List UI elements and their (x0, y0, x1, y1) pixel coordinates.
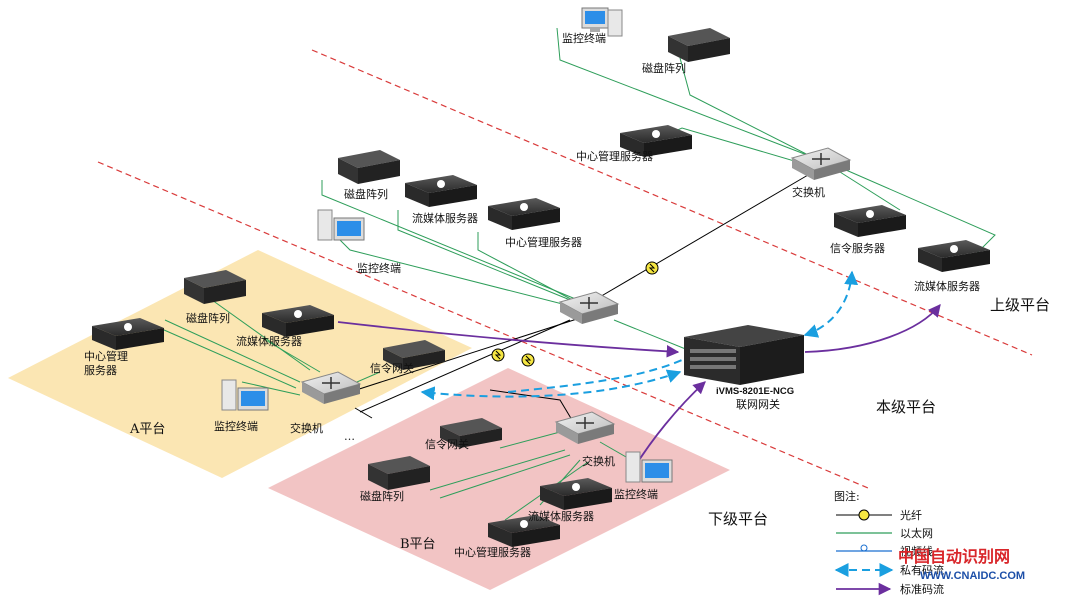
upper-stream-server (918, 240, 990, 272)
a-switch-label: 交换机 (290, 421, 323, 435)
local-disk-array (338, 150, 400, 184)
upper-switch-label: 交换机 (792, 185, 825, 199)
local-disk-label: 磁盘阵列 (344, 187, 388, 201)
zone-local-label: 本级平台 (876, 398, 936, 416)
local-monitor-terminal (317, 209, 365, 241)
legend-label-standard: 标准码流 (900, 582, 944, 596)
upper-cms-server (620, 125, 692, 157)
b-stream-server (540, 478, 612, 510)
fiber-marker-icon (521, 353, 535, 367)
ncg-gateway-device (684, 325, 804, 385)
upper-monitor-label: 监控终端 (562, 31, 606, 45)
zone-lower-label: 下级平台 (708, 510, 768, 528)
b-monitor-label: 监控终端 (614, 487, 658, 501)
upper-sig-label: 信令服务器 (830, 241, 885, 255)
a-signal-gateway (383, 340, 445, 370)
watermark-cn: 中国自动识别网 (898, 547, 1010, 566)
fiber-markers (491, 261, 659, 367)
b-switch-label: 交换机 (582, 454, 615, 468)
a-disk-label: 磁盘阵列 (186, 311, 230, 325)
local-monitor-label: 监控终端 (357, 261, 401, 275)
b-cms-server (488, 515, 560, 547)
local-cms-label: 中心管理服务器 (505, 235, 582, 249)
upper-stream-label: 流媒体服务器 (914, 279, 980, 293)
fiber-marker-icon (491, 348, 505, 362)
zone-a-label: A平台 (129, 422, 165, 437)
b-switch (554, 411, 616, 444)
legend-item-fiber: 光纤 (836, 508, 922, 522)
legend-item-ethernet: 以太网 (836, 527, 933, 540)
upper-monitor-terminal (581, 7, 623, 37)
b-disk-array (368, 456, 430, 490)
legend-item-video: 视频线 (836, 544, 933, 558)
legend: 图注: 光纤 以太网 视频线 私有码流 标准码流 (834, 489, 944, 596)
legend-label-video: 视频线 (900, 544, 933, 558)
local-stream-label: 流媒体服务器 (412, 211, 478, 225)
a-cms-server (92, 318, 164, 350)
a-monitor-terminal (221, 379, 269, 411)
upper-signal-server (834, 205, 906, 237)
a-stream-server (262, 305, 334, 337)
divider-upper (311, 49, 1033, 356)
upper-disk-array (668, 28, 730, 62)
upper-cms-label: 中心管理服务器 (576, 149, 653, 163)
zone-a-background (8, 250, 472, 478)
gateway-model-label: iVMS-8201E-NCG (716, 386, 794, 397)
a-cms-label-2: 服务器 (84, 364, 117, 377)
legend-label-private: 私有码流 (900, 563, 944, 577)
legend-label-ethernet: 以太网 (900, 527, 933, 540)
zone-b-label: B平台 (400, 537, 436, 552)
legend-item-private-stream: 私有码流 (834, 563, 944, 577)
a-switch (300, 371, 362, 404)
a-disk-array (184, 270, 246, 304)
local-stream-server (405, 175, 477, 207)
local-cms-server (488, 198, 560, 230)
a-dots-label: … (344, 430, 355, 443)
legend-item-standard-stream: 标准码流 (836, 582, 944, 596)
b-gateway-label: 信令网关 (425, 437, 469, 451)
b-stream-label: 流媒体服务器 (528, 509, 594, 523)
a-monitor-label: 监控终端 (214, 419, 258, 433)
legend-label-fiber: 光纤 (900, 508, 922, 522)
b-signal-gateway (440, 418, 502, 448)
a-gateway-label: 信令网关 (370, 361, 414, 375)
b-disk-label: 磁盘阵列 (360, 489, 404, 503)
fiber-marker-icon (645, 261, 659, 275)
b-monitor-terminal (625, 451, 673, 483)
a-stream-label: 流媒体服务器 (236, 334, 302, 348)
zone-upper-label: 上级平台 (990, 296, 1050, 314)
a-cms-label-1: 中心管理 (84, 349, 128, 363)
upper-switch (790, 147, 852, 180)
gateway-name-label: 联网网关 (736, 397, 780, 411)
private-stream-links (420, 270, 859, 401)
watermark-url: WWW.CNAIDC.COM (920, 570, 1025, 582)
legend-title: 图注: (834, 489, 860, 503)
upper-disk-label: 磁盘阵列 (642, 61, 686, 75)
local-switch (558, 291, 620, 324)
b-cms-label: 中心管理服务器 (454, 545, 531, 559)
